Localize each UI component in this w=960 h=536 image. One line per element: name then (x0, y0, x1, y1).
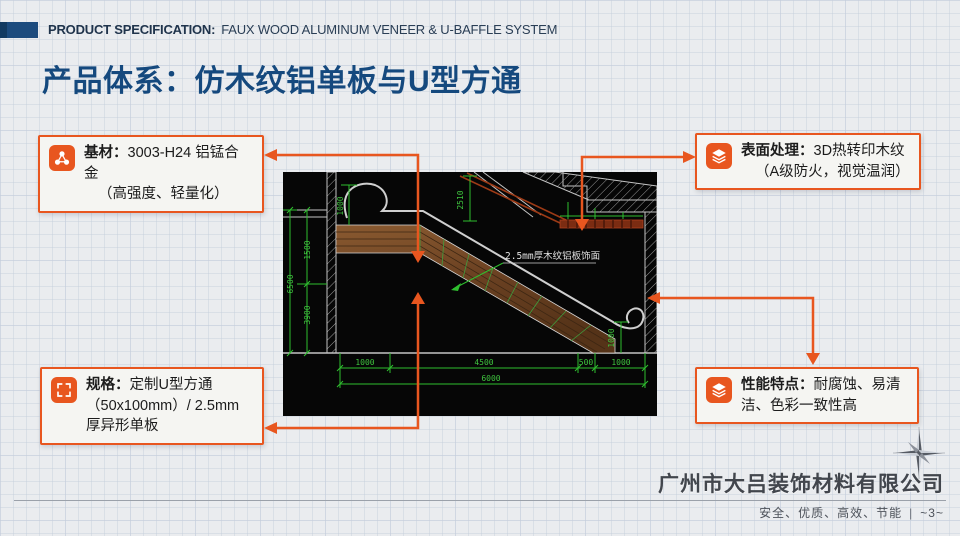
cad-upper-baffle-diagonal (459, 172, 567, 224)
callout-spec: 规格：定制U型方通（50x100mm）/ 2.5mm厚异形单板 (40, 367, 264, 445)
cad-escalator-section: 6500 1500 3900 1000 2510 1000 1000 4500 … (283, 171, 658, 388)
dim-bottom-4: 1000 (611, 358, 630, 367)
callout-material-text: 基材：3003-H24 铝锰合金（高强度、轻量化） (84, 145, 239, 203)
dim-right-height: 1000 (607, 328, 616, 347)
share-nodes-icon (49, 145, 75, 171)
layers-icon (706, 143, 732, 169)
compass-icon (893, 427, 945, 479)
page-number: ~3~ (920, 506, 944, 520)
dim-top-height: 2510 (456, 190, 465, 209)
eyebrow-light: FAUX WOOD ALUMINUM VENEER & U-BAFFLE SYS… (221, 22, 558, 37)
eyebrow-bold: PRODUCT SPECIFICATION: (48, 22, 216, 37)
dim-left-total: 6500 (286, 274, 295, 293)
frame-corners-icon (51, 377, 77, 403)
callout-spec-text: 规格：定制U型方通（50x100mm）/ 2.5mm厚异形单板 (86, 377, 240, 435)
callout-surface: 表面处理：3D热转印木纹（A级防火，视觉温润） (695, 133, 921, 191)
footer-divider-line (14, 500, 946, 501)
footer-slogan: 安全、优质、高效、节能 | ~3~ (759, 504, 944, 521)
eyebrow-text: PRODUCT SPECIFICATION: FAUX WOOD ALUMINUM… (48, 21, 557, 39)
slogan-separator: | (909, 506, 914, 520)
page-title: 产品体系：仿木纹铝单板与U型方通 (42, 65, 522, 98)
dim-left-lower: 3900 (303, 305, 312, 324)
layers-icon (706, 377, 732, 403)
callout-material: 基材：3003-H24 铝锰合金（高强度、轻量化） (38, 135, 264, 213)
slogan-text: 安全、优质、高效、节能 (759, 506, 903, 520)
dim-bottom-2: 4500 (474, 358, 493, 367)
cad-annotation: 2.5mm厚木纹铝板饰面 (505, 250, 600, 262)
dim-landing-height: 1000 (336, 196, 345, 215)
cad-drawing: 6500 1500 3900 1000 2510 1000 1000 4500 … (283, 171, 658, 416)
header-accent-bar (0, 22, 38, 38)
callout-performance: 性能特点：耐腐蚀、易清洁、色彩一致性高 (695, 367, 919, 425)
dim-bottom-1: 1000 (355, 358, 374, 367)
cad-baffle-band (559, 219, 644, 229)
dim-bottom-total: 6000 (481, 374, 500, 383)
cad-escalator-band (335, 224, 616, 354)
callout-performance-text: 性能特点：耐腐蚀、易清洁、色彩一致性高 (741, 377, 901, 414)
company-name: 广州市大吕装饰材料有限公司 (658, 473, 944, 496)
dim-bottom-3: 500 (579, 358, 594, 367)
callout-surface-text: 表面处理：3D热转印木纹（A级防火，视觉温润） (741, 143, 910, 180)
dim-left-upper: 1500 (303, 240, 312, 259)
